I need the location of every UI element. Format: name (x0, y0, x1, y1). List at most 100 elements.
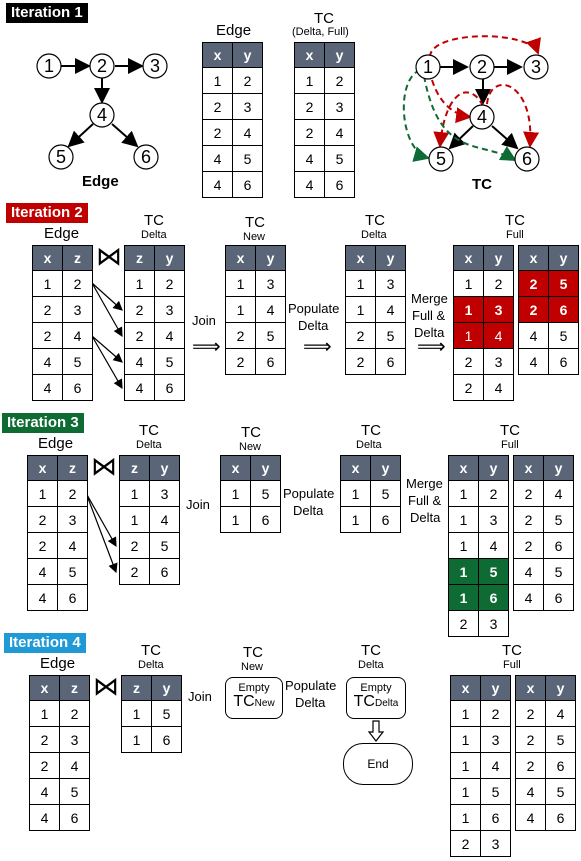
edge-4-5 (67, 123, 94, 148)
table-cell: 4 (480, 752, 511, 779)
table-cell: 4 (29, 778, 60, 805)
it4-tc-delta-main: TC (353, 693, 375, 710)
table-cell: 2 (119, 532, 150, 559)
column-header: y (375, 245, 406, 271)
column-header: z (59, 675, 90, 701)
table-cell: 4 (515, 804, 546, 831)
table-cell: 3 (62, 296, 93, 323)
it1-tc-table-subtitle: (Delta, Full) (292, 26, 349, 38)
it4-delta-subtitle: Delta (138, 659, 164, 671)
it4-empty-delta-text: Empty (360, 682, 392, 694)
it3-delta2-subtitle: Delta (356, 439, 382, 451)
table-cell: 2 (225, 348, 256, 375)
table-cell: 1 (220, 480, 251, 507)
table-cell: 4 (513, 558, 544, 585)
column-header: z (121, 675, 152, 701)
table-cell: 6 (545, 752, 576, 779)
it2-merge-delta-label: Delta (414, 325, 445, 340)
it2-join-label: Join (192, 313, 216, 328)
table-cell: 5 (480, 778, 511, 805)
table-cell: 1 (225, 296, 256, 323)
table-cell: 6 (478, 584, 509, 611)
table-cell: 5 (548, 322, 579, 349)
table-cell: 2 (478, 480, 509, 507)
table-cell: 4 (232, 119, 263, 146)
it4-full-title: TC (502, 642, 522, 659)
table-cell: 2 (32, 296, 63, 323)
table-cell: 2 (294, 93, 325, 120)
table-cell: 4 (57, 532, 88, 559)
edge-graph-node-4 (89, 102, 115, 128)
table-cell: 2 (154, 270, 185, 297)
table-cell: 2 (124, 322, 155, 349)
column-header: x (225, 245, 256, 271)
table-cell: 1 (453, 322, 484, 349)
table-cell: 1 (448, 558, 479, 585)
table-cell: 2 (513, 480, 544, 507)
table-cell: 4 (32, 348, 63, 375)
table-cell: 6 (151, 726, 182, 753)
table-cell: 2 (202, 93, 233, 120)
edge-graph-label-3: 3 (150, 56, 160, 76)
table-cell: 2 (57, 480, 88, 507)
it3-merge-delta-label: Delta (410, 510, 441, 525)
edge-graph-nodes (36, 53, 168, 170)
column-header: y (250, 455, 281, 481)
column-header: y (151, 675, 182, 701)
column-header: x (202, 42, 233, 68)
tc-graph-node-5 (428, 146, 454, 172)
table-cell: 3 (375, 270, 406, 297)
it3-join-symbol: ⋈ (91, 451, 117, 481)
it3-join-arrows (85, 492, 118, 574)
it3-merge-label: Merge (406, 476, 443, 491)
table-cell: 2 (294, 119, 325, 146)
it2-new-subtitle: New (243, 231, 266, 243)
it3-full-title: TC (500, 422, 520, 439)
table-cell: 6 (62, 374, 93, 401)
it2-delta2-title: TC (365, 212, 385, 229)
it2-new-title: TC (245, 214, 265, 231)
table-cell: 1 (124, 270, 155, 297)
table-cell: 2 (515, 700, 546, 727)
tc-graph-node-6 (514, 146, 540, 172)
table-cell: 5 (255, 322, 286, 349)
table-cell: 1 (448, 480, 479, 507)
it4-empty-tc-delta-box: Empty TCDelta (346, 677, 406, 719)
it4-tc-delta-text: TCDelta (347, 694, 405, 712)
it3-delta2-title: TC (361, 422, 381, 439)
table-cell: 2 (119, 558, 150, 585)
table-cell: 1 (450, 778, 481, 805)
column-header: y (545, 675, 576, 701)
table-cell: 3 (480, 726, 511, 753)
column-header: y (255, 245, 286, 271)
